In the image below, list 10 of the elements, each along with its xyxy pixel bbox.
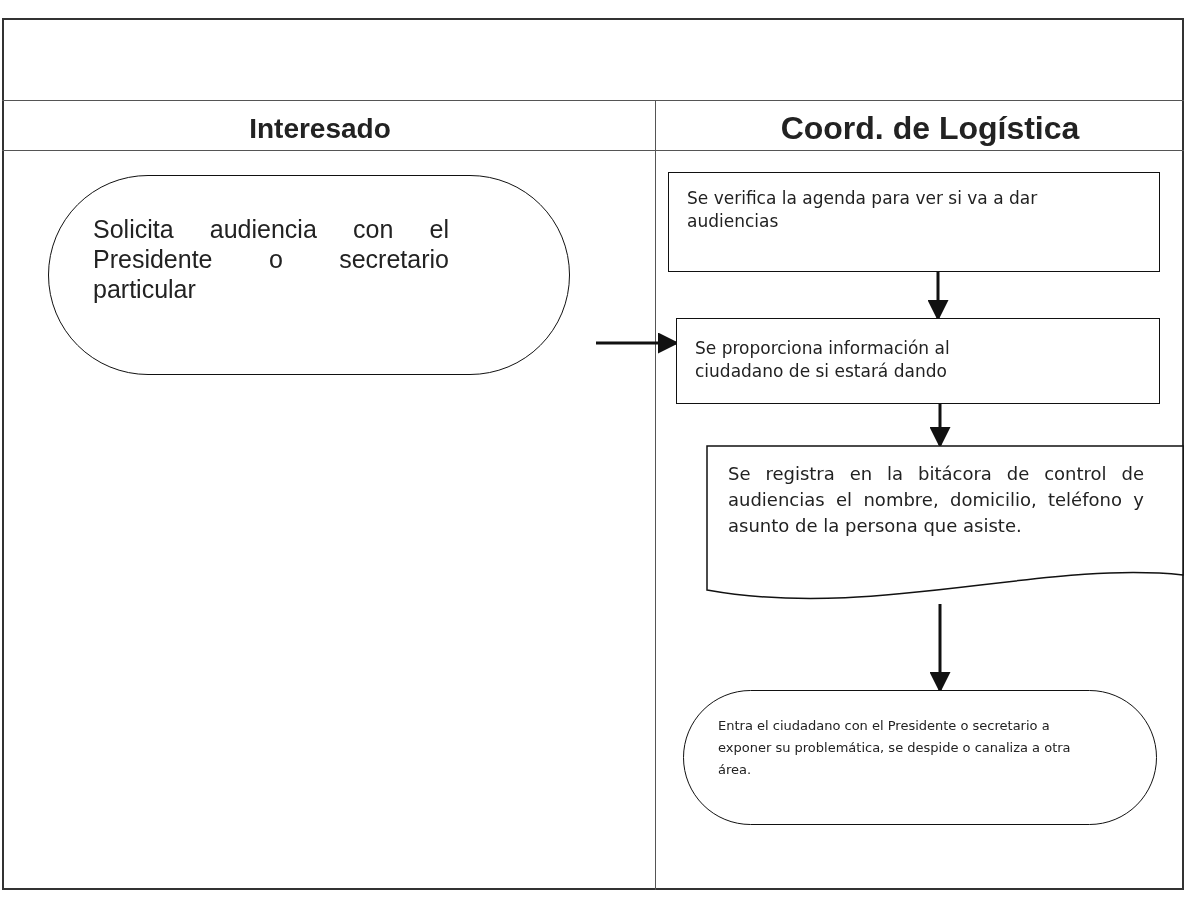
step-text: Entra el ciudadano con el Presidente o secretario a exponer su problemática, se despide o canaliza a otra área. <box>718 717 1072 780</box>
step-text: Se proporciona información al ciudadano de si estará dando <box>695 337 951 383</box>
lane-header: Coord. de Logística <box>779 109 1081 148</box>
arrow <box>929 404 951 448</box>
step-text: Se registra en la bitácora de control de audiencias el nombre, domicilio, teléfono y asunto de la persona que asiste. <box>728 462 1144 539</box>
step-text: Solicita audiencia con el Presidente o secretario particular <box>93 214 449 304</box>
process-box <box>676 318 1160 404</box>
lane-header: Interesado <box>248 112 392 146</box>
process-box <box>668 172 1160 272</box>
step-text: Se verifica la agenda para ver si va a dar audiencias <box>687 187 1039 233</box>
